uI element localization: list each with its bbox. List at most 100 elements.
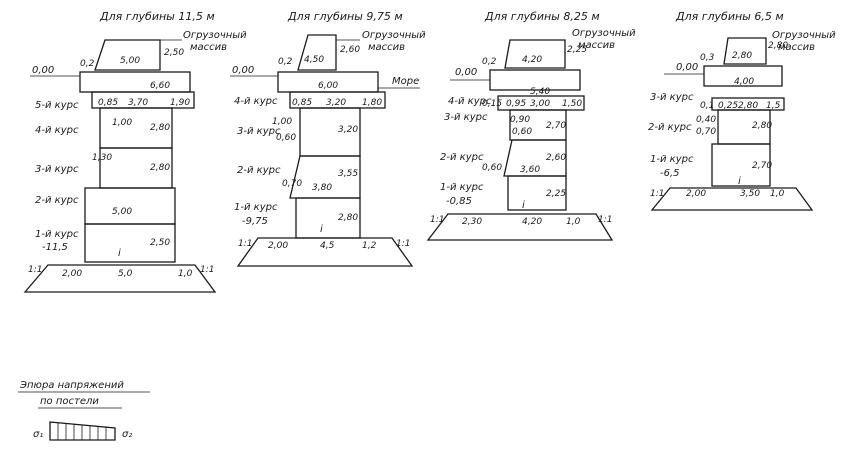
dim: 5,0 <box>118 269 133 279</box>
dim: 6,60 <box>150 81 170 91</box>
dim: 2,30 <box>462 217 482 227</box>
dim: 2,50 <box>164 48 184 58</box>
dim: 1:1 <box>200 265 214 275</box>
dim: 2,80 <box>732 51 752 61</box>
section-6-5m: Для глубины 6,5 м Огрузочный массив 0,00… <box>648 10 836 211</box>
depth-mark: -9,75 <box>242 216 268 227</box>
dim: 0,70 <box>696 127 716 137</box>
section-title: Для глубины 11,5 м <box>99 10 215 23</box>
top-mark: 0,00 <box>676 62 698 73</box>
course-1-block <box>84 223 176 263</box>
course-1-label: 1-й курс <box>650 154 694 165</box>
dim: 2,80 <box>738 101 758 111</box>
dim: 0,60 <box>482 163 502 173</box>
dim: 1,80 <box>362 98 382 108</box>
course-2-label: 2-й курс <box>648 122 692 133</box>
course-3-label: 3-й курс <box>237 126 281 137</box>
rubble-bed <box>426 213 614 241</box>
depth-mark: -11,5 <box>42 242 68 253</box>
dim: 1,90 <box>170 98 190 108</box>
dim: 4,20 <box>522 217 542 227</box>
dim: 4,20 <box>522 55 542 65</box>
course-4-label: 4-й курс <box>35 125 79 136</box>
load-label-1: Огрузочный <box>572 28 636 39</box>
dim: 4,5 <box>320 241 335 251</box>
stress-diagram-shape <box>49 421 116 441</box>
dim: i <box>738 176 741 187</box>
section-11-5m: Для глубины 11,5 м Огрузочный массив 0,0… <box>23 10 247 293</box>
course-2-label: 2-й курс <box>35 195 79 206</box>
course-3-label: 3-й курс <box>35 164 79 175</box>
dim: 0,90 <box>510 115 530 125</box>
load-block <box>297 34 337 71</box>
sigma-2-label: σ₂ <box>122 429 132 440</box>
dim: 0,3 <box>700 53 715 63</box>
dim: 1,0 <box>178 269 193 279</box>
dim: 1,00 <box>272 117 292 127</box>
dim: 2,80 <box>768 41 788 51</box>
dim: 0,60 <box>512 127 532 137</box>
dim: 1:1 <box>238 239 252 249</box>
section-8-25m: Для глубины 8,25 м Огрузочный массив 0,0… <box>426 10 636 241</box>
dim: 0,70 <box>282 179 302 189</box>
course-3-label: 3-й курс <box>444 112 488 123</box>
load-label-2: массив <box>578 40 615 51</box>
course-2-label: 2-й курс <box>440 152 484 163</box>
section-title: Для глубины 8,25 м <box>484 10 600 23</box>
course-4-label: 4-й курс <box>448 96 492 107</box>
dim: 1,50 <box>562 99 582 109</box>
dim: 5,00 <box>120 56 140 66</box>
dim: 0,85 <box>292 98 312 108</box>
dim: 2,25 <box>546 189 566 199</box>
rubble-bed <box>236 237 414 267</box>
dim: i <box>118 248 121 259</box>
rubble-bed <box>650 187 814 211</box>
dim: 2,80 <box>150 163 170 173</box>
dim: 2,80 <box>338 213 358 223</box>
cap-block <box>79 71 191 93</box>
load-label-1: Огрузочный <box>362 30 426 41</box>
dim: 2,25 <box>567 45 587 55</box>
load-label-2: массив <box>778 42 815 53</box>
dim: 1:1 <box>430 215 444 225</box>
course-5-label: 5-й курс <box>35 100 79 111</box>
load-block <box>504 39 566 69</box>
course-4-label: 4-й курс <box>234 96 278 107</box>
dim: 1,0 <box>770 189 785 199</box>
dim: 3,00 <box>530 99 550 109</box>
load-label-1: Огрузочный <box>772 30 836 41</box>
dim: 4,50 <box>304 55 324 65</box>
dim: 2,60 <box>546 153 566 163</box>
depth-mark: -0,85 <box>446 196 472 207</box>
dim: 2,00 <box>268 241 288 251</box>
dim: 3,20 <box>326 98 346 108</box>
dim: 2,70 <box>546 121 566 131</box>
cap-block <box>703 65 783 87</box>
dim: 3,70 <box>128 98 148 108</box>
rubble-bed <box>23 264 217 293</box>
dim: 0,15 <box>482 99 502 109</box>
depth-mark: -6,5 <box>660 168 680 179</box>
dim: 1:1 <box>650 189 664 199</box>
legend-title: Эпюра напряжений <box>19 380 124 391</box>
load-label-2: массив <box>368 42 405 53</box>
dim: 1:1 <box>28 265 42 275</box>
top-mark: 0,00 <box>232 65 254 76</box>
section-9-75m: Для глубины 9,75 м Огрузочный массив Мор… <box>230 10 426 267</box>
dim: 0,1 <box>700 101 714 111</box>
course-2-label: 2-й курс <box>237 165 281 176</box>
dim: 1,5 <box>766 101 781 111</box>
dim: 1,0 <box>566 217 581 227</box>
sigma-1-label: σ₁ <box>33 429 43 440</box>
dim: 1,2 <box>362 241 377 251</box>
course-1-label: 1-й курс <box>234 202 278 213</box>
dim: 3,55 <box>338 169 358 179</box>
dim: 1,00 <box>112 118 132 128</box>
legend-subtitle: по постели <box>40 396 99 407</box>
dim: 4,00 <box>734 77 754 87</box>
course-1-label: 1-й курс <box>35 229 79 240</box>
dim: i <box>522 200 525 211</box>
dim: 2,50 <box>150 238 170 248</box>
dim: 2,80 <box>150 123 170 133</box>
